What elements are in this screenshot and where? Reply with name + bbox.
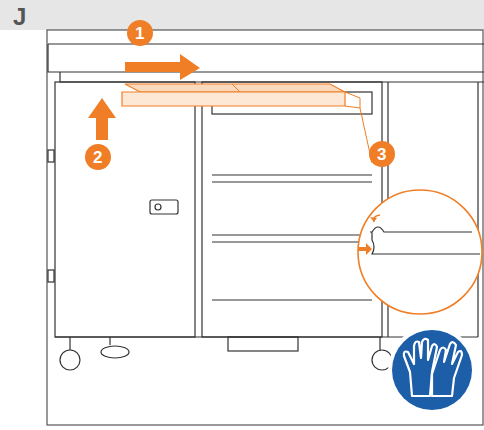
gloves-symbol bbox=[388, 326, 476, 414]
workbench bbox=[48, 44, 484, 370]
lift-arrow bbox=[88, 98, 116, 140]
header-band bbox=[0, 0, 484, 30]
step-letter: J bbox=[13, 5, 26, 29]
callout-circle bbox=[85, 144, 111, 170]
detail-zoom bbox=[358, 190, 482, 314]
drawer bbox=[122, 84, 360, 108]
push-arrow bbox=[125, 54, 200, 80]
callout-circle bbox=[369, 141, 395, 167]
callout-number: 1 bbox=[135, 25, 144, 42]
frame bbox=[47, 30, 483, 425]
callout-number: 2 bbox=[93, 149, 102, 166]
callout-circle bbox=[127, 20, 153, 46]
callout-number: 3 bbox=[377, 146, 386, 163]
